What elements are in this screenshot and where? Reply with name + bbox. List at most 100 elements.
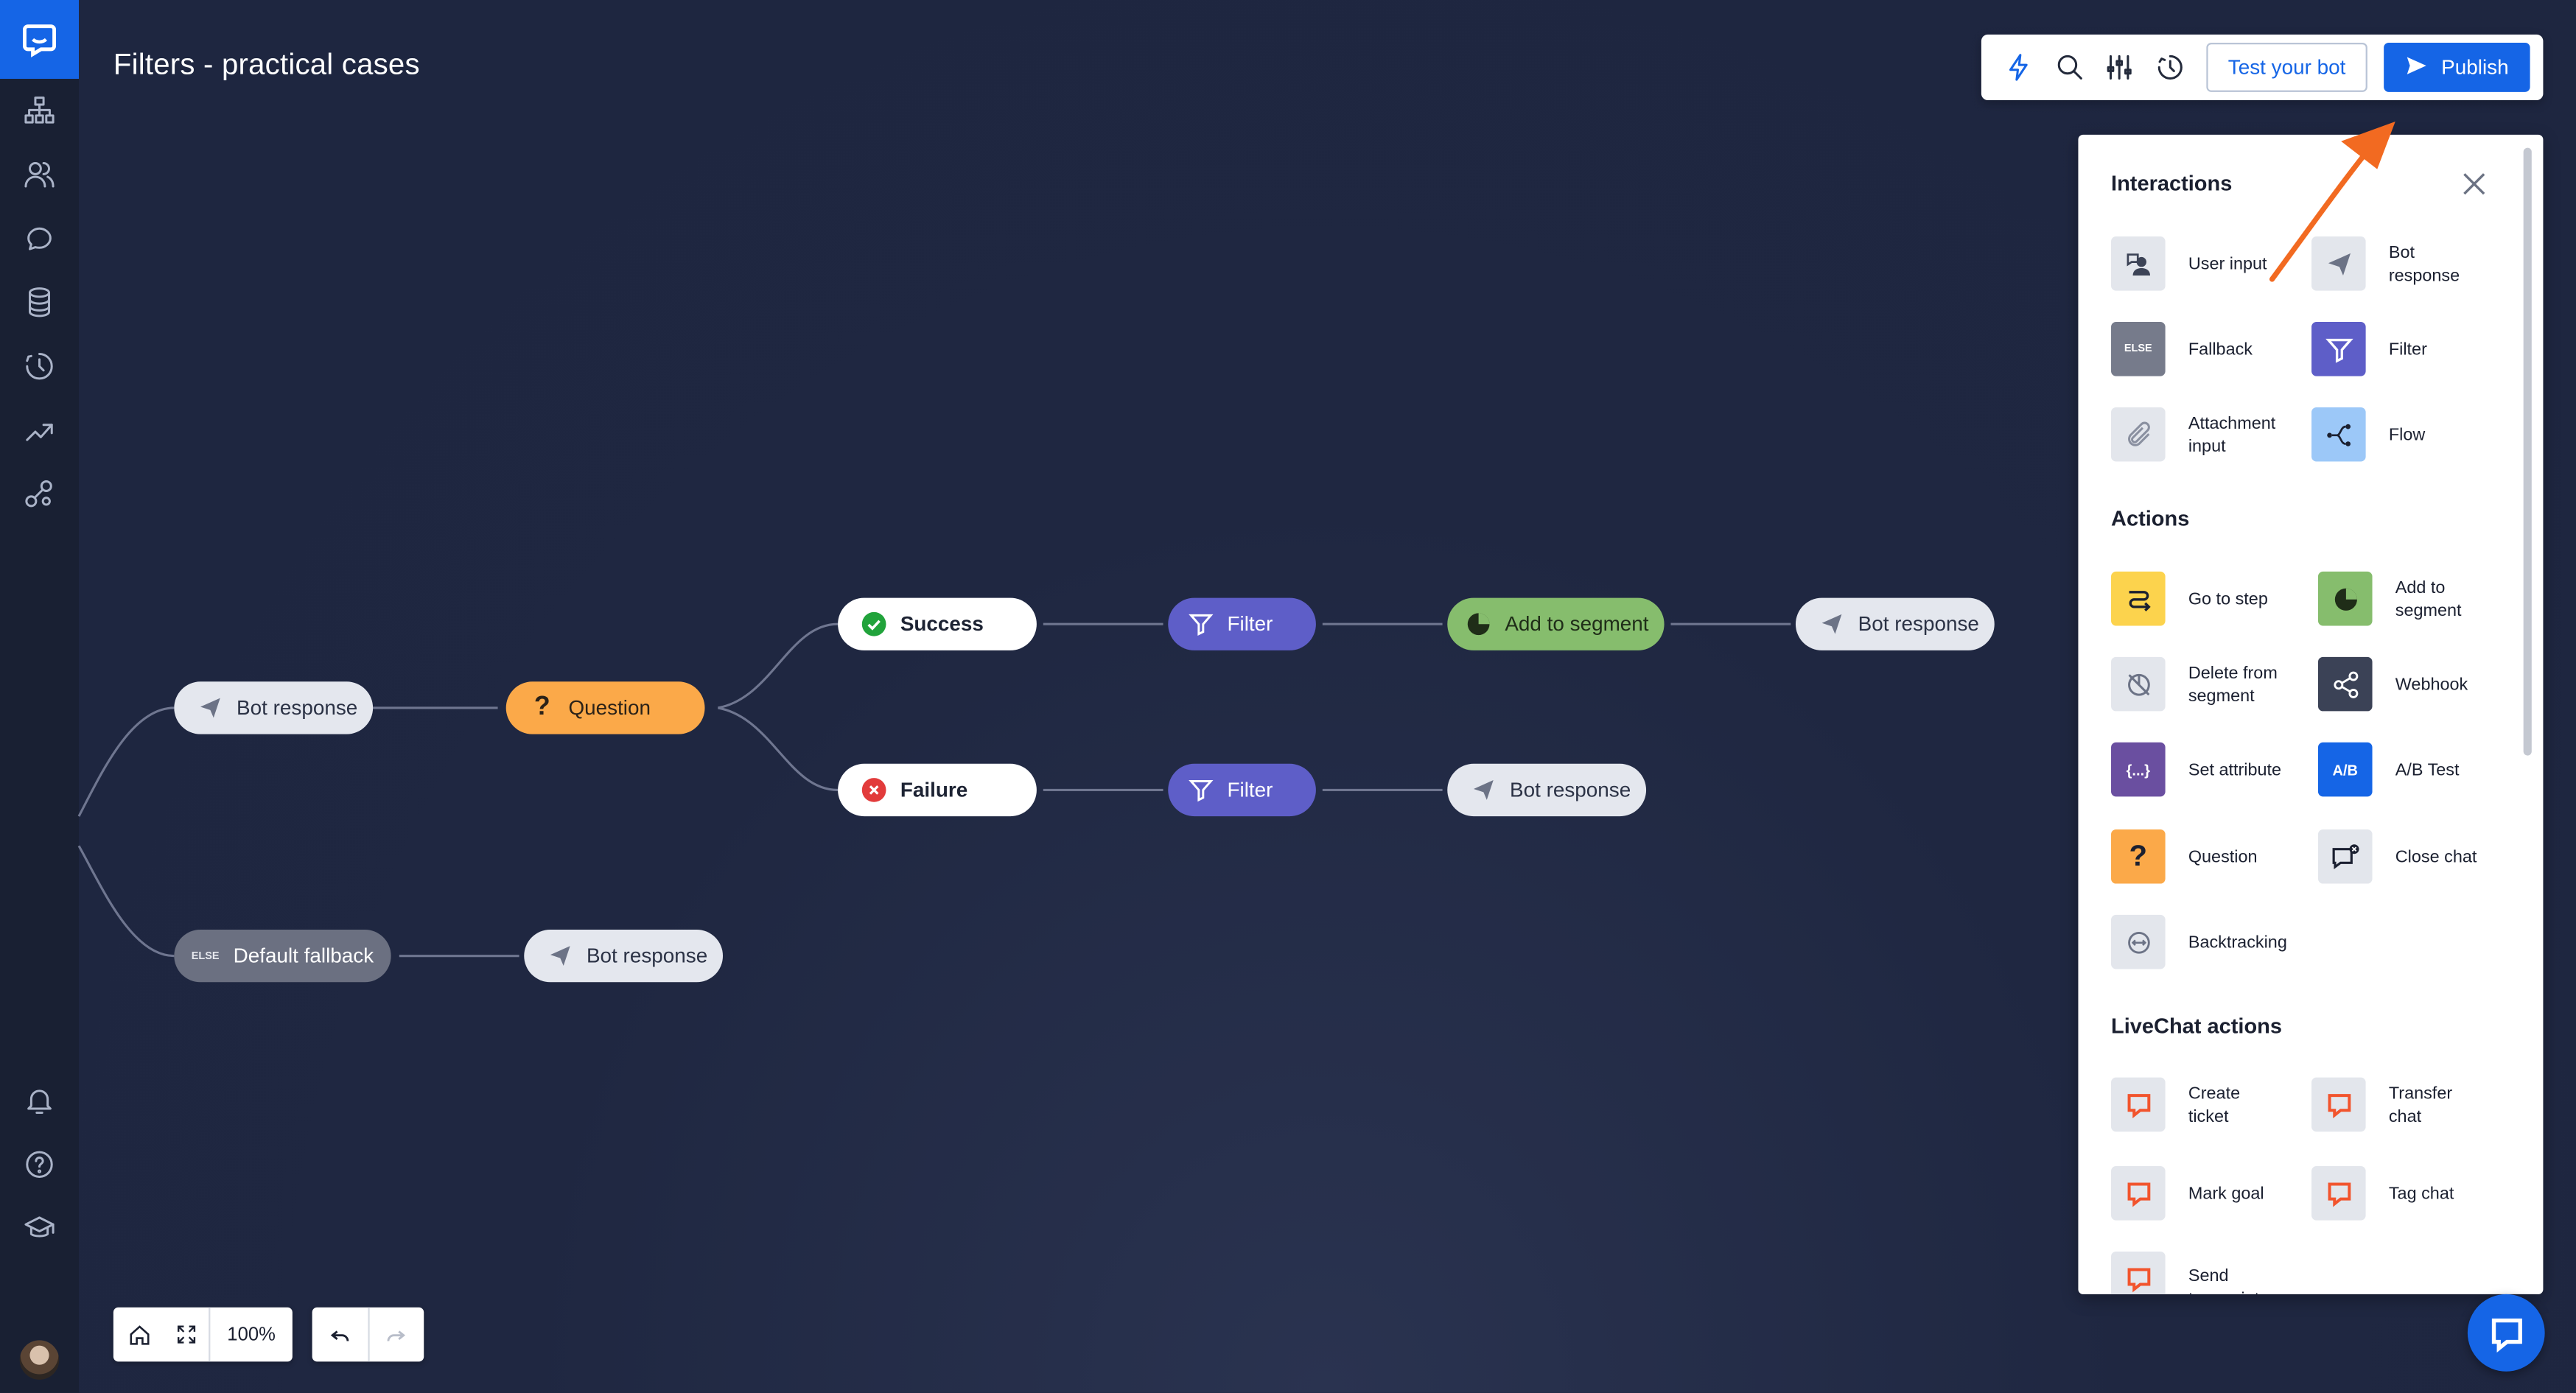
node-label: Failure bbox=[900, 778, 968, 802]
action-ab-test[interactable]: A/B A/B Test bbox=[2317, 742, 2516, 799]
search-icon[interactable] bbox=[2054, 51, 2087, 84]
node-label: Filter bbox=[1227, 778, 1273, 802]
node-bot-response[interactable]: Bot response bbox=[1795, 597, 1995, 650]
paper-plane-icon bbox=[197, 695, 224, 721]
action-question[interactable]: ? Question bbox=[2111, 829, 2309, 885]
sliders-icon[interactable] bbox=[2103, 51, 2136, 84]
interaction-user-input[interactable]: User input bbox=[2111, 236, 2309, 292]
undo-icon[interactable] bbox=[312, 1308, 368, 1362]
livechat-tag-chat[interactable]: Tag chat bbox=[2311, 1166, 2509, 1222]
item-label: Fallback bbox=[2188, 340, 2253, 360]
node-label: Question bbox=[568, 696, 651, 720]
livechat-icon bbox=[2111, 1166, 2166, 1221]
action-set-attribute[interactable]: {...} Set attribute bbox=[2111, 742, 2309, 799]
node-label: Bot response bbox=[1858, 612, 1979, 636]
node-default-fallback[interactable]: ELSE Default fallback bbox=[174, 929, 391, 983]
add-segment-icon bbox=[2317, 571, 2373, 626]
item-label: Close chat bbox=[2395, 847, 2477, 868]
fit-screen-icon[interactable] bbox=[164, 1308, 209, 1362]
publish-label: Publish bbox=[2441, 55, 2509, 80]
panel-scrollbar[interactable] bbox=[2523, 147, 2532, 756]
paper-plane-icon bbox=[547, 943, 573, 969]
filter-icon bbox=[1188, 777, 1214, 804]
filter-icon bbox=[1188, 611, 1214, 637]
node-bot-response[interactable]: Bot response bbox=[174, 681, 374, 734]
chat-bubbles-icon[interactable] bbox=[20, 219, 60, 259]
action-go-to-step[interactable]: Go to step bbox=[2111, 571, 2309, 628]
action-backtracking[interactable]: Backtracking bbox=[2111, 914, 2309, 971]
braces-icon: {...} bbox=[2111, 742, 2166, 797]
livechat-send-transcript[interactable]: Sendtranscript bbox=[2111, 1251, 2309, 1294]
chat-widget-button[interactable] bbox=[2467, 1294, 2545, 1372]
webhook-icon bbox=[2317, 656, 2373, 712]
history-icon[interactable] bbox=[20, 346, 60, 386]
ab-test-icon: A/B bbox=[2317, 742, 2373, 797]
paper-plane-icon bbox=[2311, 236, 2366, 291]
go-to-step-icon bbox=[2111, 571, 2166, 626]
integrations-icon[interactable] bbox=[20, 474, 60, 514]
section-title-actions: Actions bbox=[2111, 505, 2190, 531]
history-icon[interactable] bbox=[2154, 51, 2187, 84]
interaction-filter[interactable]: Filter bbox=[2311, 322, 2509, 378]
home-icon[interactable] bbox=[113, 1308, 164, 1362]
trending-icon[interactable] bbox=[20, 410, 60, 450]
close-icon[interactable] bbox=[2461, 171, 2488, 197]
interaction-flow[interactable]: Flow bbox=[2311, 407, 2509, 463]
node-add-to-segment[interactable]: Add to segment bbox=[1447, 597, 1665, 650]
flow-icon bbox=[2311, 407, 2366, 462]
check-circle-icon bbox=[861, 611, 887, 637]
node-label: Success bbox=[900, 612, 984, 636]
redo-icon[interactable] bbox=[367, 1307, 424, 1362]
item-label: Mark goal bbox=[2188, 1184, 2264, 1204]
lightning-icon[interactable] bbox=[2003, 51, 2036, 84]
node-question[interactable]: ? Question bbox=[505, 681, 705, 734]
bell-icon[interactable] bbox=[20, 1081, 60, 1120]
item-label: A/B Test bbox=[2395, 760, 2460, 781]
node-failure[interactable]: Failure bbox=[838, 763, 1037, 817]
item-label: Question bbox=[2188, 847, 2258, 868]
sidebar bbox=[0, 0, 81, 1393]
publish-button[interactable]: Publish bbox=[2384, 42, 2530, 92]
delete-segment-icon bbox=[2111, 656, 2166, 712]
section-title-livechat: LiveChat actions bbox=[2111, 1013, 2282, 1039]
database-icon[interactable] bbox=[20, 282, 60, 322]
sitemap-icon[interactable] bbox=[20, 91, 60, 130]
help-icon[interactable] bbox=[20, 1145, 60, 1185]
else-icon: ELSE bbox=[191, 950, 220, 962]
add-segment-icon bbox=[1466, 611, 1492, 637]
section-title-interactions: Interactions bbox=[2111, 170, 2233, 196]
view-controls: 100% bbox=[113, 1307, 293, 1362]
item-label: Webhook bbox=[2395, 675, 2468, 695]
action-webhook[interactable]: Webhook bbox=[2317, 656, 2516, 713]
livechat-mark-goal[interactable]: Mark goal bbox=[2111, 1166, 2309, 1222]
node-success[interactable]: Success bbox=[838, 597, 1037, 650]
avatar[interactable] bbox=[19, 1340, 60, 1380]
action-close-chat[interactable]: Close chat bbox=[2317, 829, 2516, 885]
test-your-bot-button[interactable]: Test your bot bbox=[2206, 42, 2367, 92]
users-icon[interactable] bbox=[20, 155, 60, 194]
chat-logo-icon[interactable] bbox=[0, 0, 80, 80]
node-label: Bot response bbox=[237, 696, 358, 720]
close-chat-icon bbox=[2317, 829, 2373, 884]
node-filter[interactable]: Filter bbox=[1168, 597, 1316, 650]
chat-icon bbox=[2491, 1317, 2521, 1352]
node-label: Bot response bbox=[1510, 778, 1631, 802]
livechat-icon bbox=[2311, 1077, 2366, 1132]
zoom-level[interactable]: 100% bbox=[209, 1307, 293, 1362]
interaction-fallback[interactable]: ELSE Fallback bbox=[2111, 322, 2309, 378]
node-bot-response[interactable]: Bot response bbox=[1447, 763, 1647, 817]
node-bot-response[interactable]: Bot response bbox=[524, 929, 724, 983]
node-filter[interactable]: Filter bbox=[1168, 763, 1316, 817]
graduation-cap-icon[interactable] bbox=[20, 1209, 60, 1249]
item-label: Set attribute bbox=[2188, 760, 2282, 781]
